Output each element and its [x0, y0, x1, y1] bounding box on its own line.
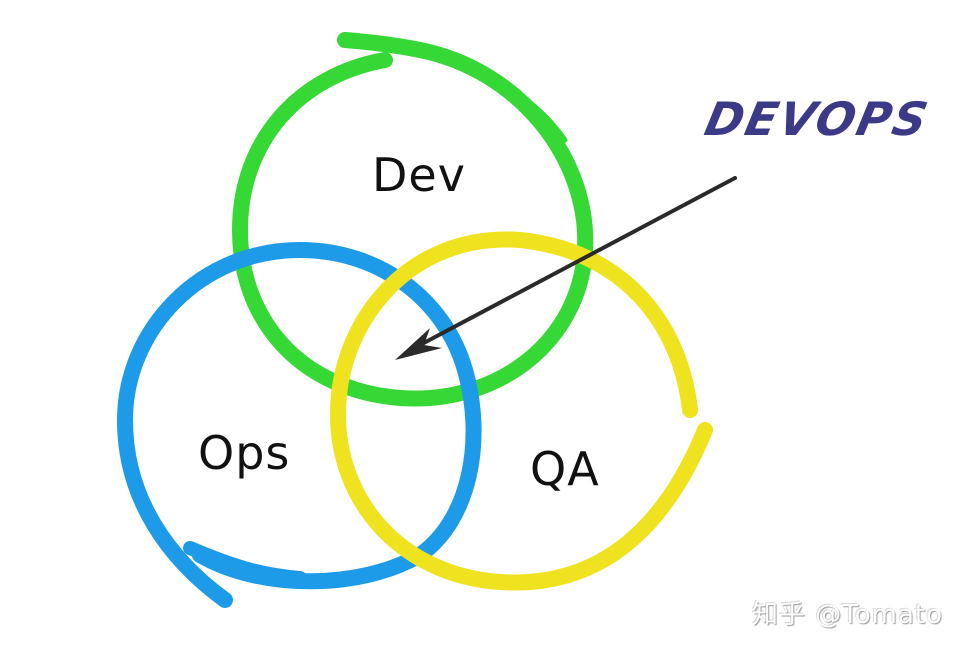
devops-title: DEVOPS: [700, 92, 935, 146]
watermark: 知乎 @Tomato: [752, 600, 943, 630]
ops-circle: [116, 241, 482, 608]
dev-label: Dev: [372, 148, 466, 202]
arrow-icon: [395, 176, 737, 360]
dev-circle: [231, 32, 594, 407]
qa-circle: [329, 231, 713, 591]
qa-label: QA: [530, 442, 600, 496]
ops-label: Ops: [198, 426, 291, 480]
